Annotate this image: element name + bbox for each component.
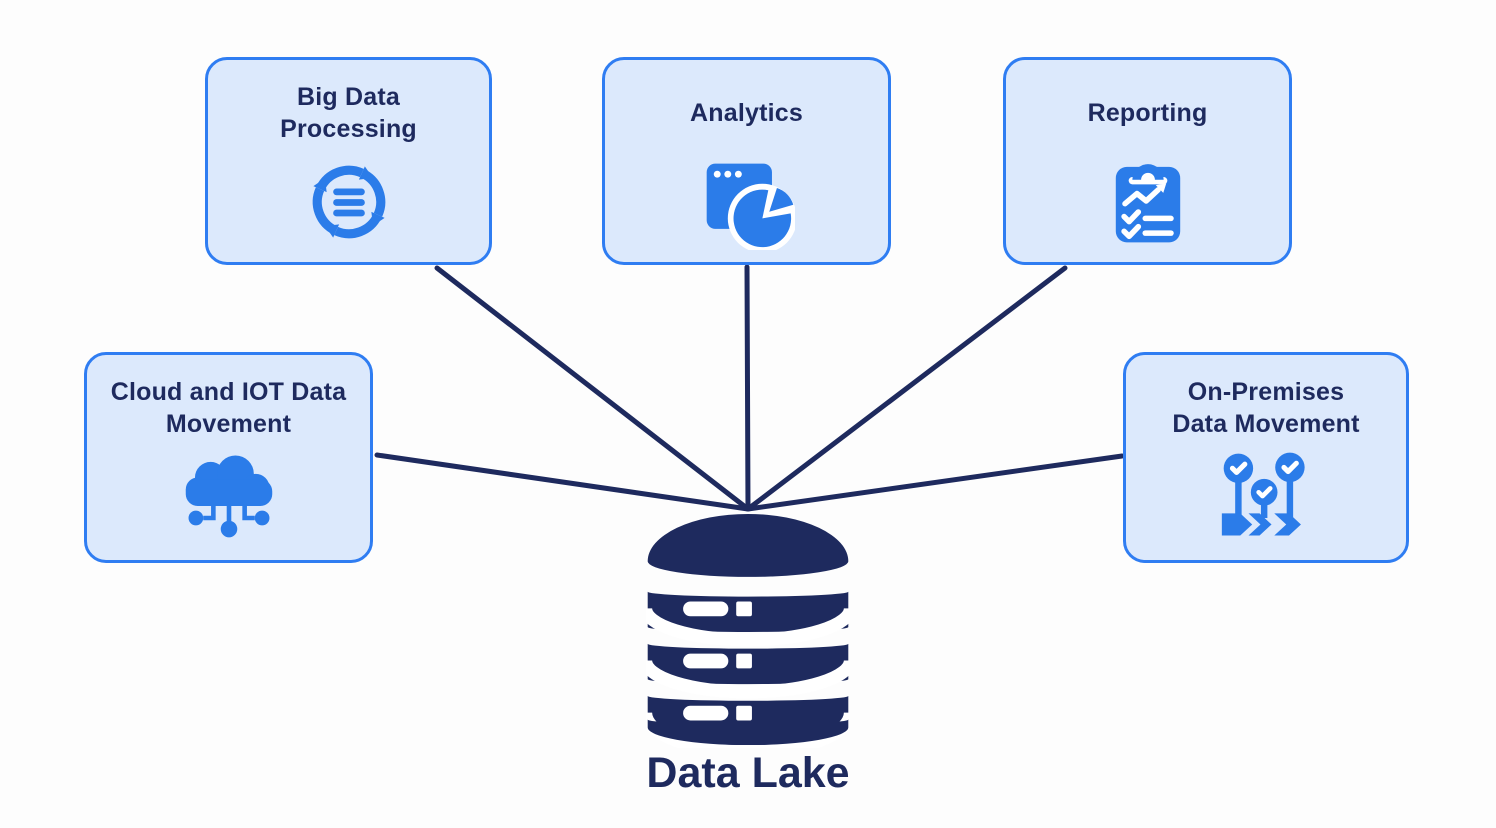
node-big-data-processing: Big Data Processing <box>205 57 492 265</box>
cloud-network-icon <box>183 449 275 541</box>
edge-cloud-iot-to-lake <box>374 452 751 512</box>
edge-analytics-to-lake <box>744 264 751 512</box>
node-title: Analytics <box>690 98 803 127</box>
node-reporting: Reporting <box>1003 57 1292 265</box>
edge-reporting-to-lake <box>745 265 1068 512</box>
check-pins-arrows-icon <box>1220 449 1312 541</box>
edge-big-data-to-lake <box>434 265 751 512</box>
clipboard-checklist-icon <box>1102 154 1194 246</box>
node-title: Cloud and IOT Data Movement <box>110 377 347 439</box>
edge-on-prem-to-lake <box>745 453 1125 512</box>
center-label: Data Lake <box>646 749 850 797</box>
node-analytics: Analytics <box>602 57 891 265</box>
database-icon <box>646 512 850 748</box>
node-title: Big Data Processing <box>280 82 417 144</box>
node-title: On-Premises Data Movement <box>1172 377 1360 439</box>
node-title: Reporting <box>1087 98 1208 127</box>
node-on-premises-data-movement: On-Premises Data Movement <box>1123 352 1409 563</box>
browser-pie-chart-icon <box>699 154 795 250</box>
node-cloud-iot-data-movement: Cloud and IOT Data Movement <box>84 352 373 563</box>
cycle-arrows-icon <box>301 154 397 250</box>
